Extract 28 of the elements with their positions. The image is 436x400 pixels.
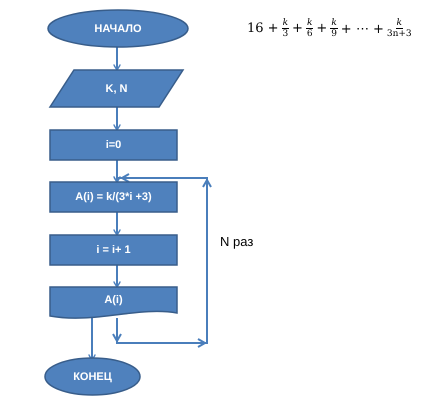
fraction: k 3n+3 (386, 18, 412, 39)
loop-count-label: N раз (220, 234, 254, 249)
flow-arrow (112, 212, 122, 236)
node-label: НАЧАЛО (94, 22, 142, 34)
process-box (50, 235, 177, 265)
node-label: i=0 (106, 139, 122, 151)
node-label: A(i) (104, 294, 123, 306)
node-label: КОНЕЦ (73, 370, 112, 382)
fraction: k 6 (306, 18, 314, 39)
formula-term: 16 + (247, 21, 279, 36)
process-box (50, 130, 177, 160)
node-label: K, N (106, 82, 128, 94)
formula-term: + (292, 21, 303, 36)
node-label: i = i+ 1 (96, 244, 131, 256)
flow-arrow (112, 107, 122, 131)
fraction: k 9 (330, 18, 338, 39)
input-parallelogram (50, 70, 183, 107)
flow-arrow (112, 47, 122, 71)
terminal-ellipse (45, 358, 140, 395)
terminal-ellipse (48, 10, 188, 47)
formula-term: + (316, 21, 328, 36)
fraction: k 3 (282, 18, 290, 39)
process-box (50, 182, 177, 212)
formula-term: + ⋯ + (340, 20, 384, 36)
flow-arrow (112, 265, 122, 288)
output-document (50, 287, 177, 318)
flow-arrow (112, 173, 212, 348)
node-label: A(i) = k/(3*i +3) (75, 191, 152, 203)
